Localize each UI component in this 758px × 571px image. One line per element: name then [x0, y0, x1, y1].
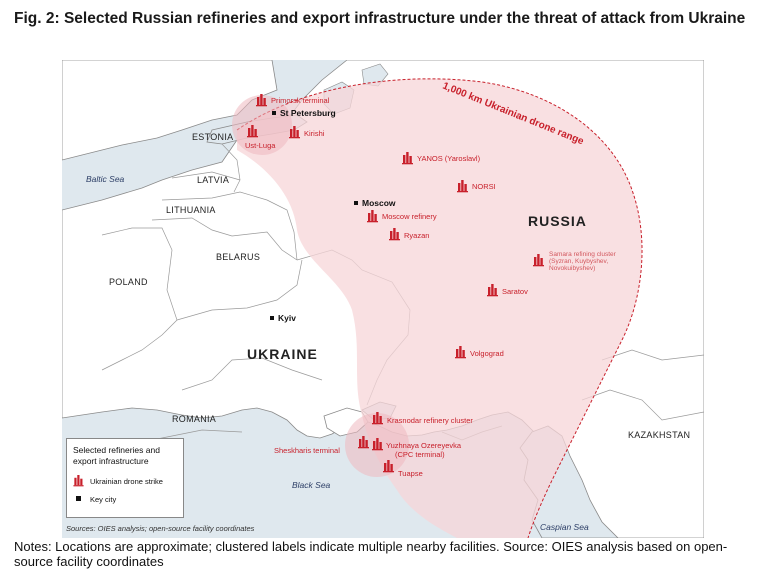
- country-estonia: ESTONIA: [192, 132, 233, 142]
- map-legend: Selected refineries and export infrastru…: [66, 438, 184, 518]
- country-poland: POLAND: [109, 277, 148, 287]
- facility-primorsk[interactable]: Primorsk terminal: [256, 94, 330, 107]
- facility-label: (CPC terminal): [395, 450, 445, 459]
- country-ukraine: UKRAINE: [247, 346, 318, 362]
- facility-tuapse[interactable]: Tuapse: [383, 460, 423, 478]
- facility-kirishi[interactable]: Kirishi: [289, 126, 325, 139]
- country-belarus: BELARUS: [216, 252, 260, 262]
- facility-label: NORSI: [472, 182, 496, 191]
- city-kyiv[interactable]: Kyiv: [270, 313, 296, 323]
- drone-range-boundary: [236, 78, 643, 538]
- facility-label: Samara refining cluster: [549, 251, 617, 258]
- drone-range-area: [237, 78, 643, 538]
- country-lithuania: LITHUANIA: [166, 205, 216, 215]
- facility-label: (Syzran, Kuybyshev,: [549, 258, 608, 265]
- facility-yanos[interactable]: YANOS (Yaroslavl): [402, 152, 481, 165]
- facility-norsi[interactable]: NORSI: [457, 180, 496, 193]
- refinery-icon: [73, 475, 84, 487]
- sources-note: Sources: OIES analysis; open-source faci…: [66, 524, 255, 533]
- facility-label: Saratov: [502, 287, 528, 296]
- facility-yuzhnaya-ozereyevka[interactable]: Yuzhnaya Ozereyevka (CPC terminal): [372, 438, 462, 459]
- country-kazakhstan: KAZAKHSTAN: [628, 430, 690, 440]
- country-latvia: LATVIA: [197, 175, 229, 185]
- legend-item-city: Key city: [73, 493, 116, 505]
- facility-ust-luga[interactable]: Ust-Luga: [245, 125, 276, 150]
- facility-volgograd[interactable]: Volgograd: [455, 346, 504, 359]
- facility-label: Moscow refinery: [382, 212, 437, 221]
- legend-title: Selected refineries and export infrastru…: [73, 445, 160, 466]
- facility-label: Novokuibyshev): [549, 265, 595, 272]
- map-canvas: 1,000 km Ukrainian drone range RUSSIA UK…: [62, 60, 704, 538]
- facility-label: YANOS (Yaroslavl): [417, 154, 481, 163]
- facility-label: Krasnodar refinery cluster: [387, 416, 473, 425]
- city-label: St Petersburg: [280, 108, 336, 118]
- facility-label: Yuzhnaya Ozereyevka: [386, 441, 462, 450]
- legend-label: Ukrainian drone strike: [90, 476, 163, 486]
- country-romania: ROMANIA: [172, 414, 216, 424]
- city-st-petersburg[interactable]: St Petersburg: [272, 108, 336, 118]
- facility-label: Primorsk terminal: [271, 96, 330, 105]
- legend-item-strike: Ukrainian drone strike: [73, 475, 163, 487]
- square-icon: [76, 496, 81, 501]
- baltic-cluster-halo: [232, 95, 292, 155]
- facility-krasnodar[interactable]: Krasnodar refinery cluster: [372, 412, 473, 425]
- map[interactable]: 1,000 km Ukrainian drone range RUSSIA UK…: [62, 60, 704, 538]
- city-moscow[interactable]: Moscow: [354, 198, 396, 208]
- notes: Notes: Locations are approximate; cluste…: [14, 539, 728, 569]
- facility-sheskharis[interactable]: Sheskharis terminal: [274, 436, 369, 455]
- country-russia: RUSSIA: [528, 213, 587, 229]
- figure-title: Fig. 2: Selected Russian refineries and …: [14, 10, 746, 27]
- facility-ryazan[interactable]: Ryazan: [389, 228, 429, 241]
- facility-label: Kirishi: [304, 129, 325, 138]
- sea-caspian: Caspian Sea: [540, 522, 589, 532]
- city-label: Moscow: [362, 198, 396, 208]
- facility-label: Tuapse: [398, 469, 423, 478]
- facility-saratov[interactable]: Saratov: [487, 284, 528, 297]
- facility-label: Volgograd: [470, 349, 504, 358]
- facility-label: Sheskharis terminal: [274, 446, 340, 455]
- sea-baltic: Baltic Sea: [86, 174, 125, 184]
- facility-label: Ryazan: [404, 231, 429, 240]
- sea-black: Black Sea: [292, 480, 331, 490]
- city-label: Kyiv: [278, 313, 296, 323]
- legend-label: Key city: [90, 494, 117, 504]
- facility-label: Ust-Luga: [245, 141, 276, 150]
- facility-samara[interactable]: Samara refining cluster (Syzran, Kuybysh…: [533, 251, 617, 272]
- facility-moscow-refinery[interactable]: Moscow refinery: [367, 210, 437, 223]
